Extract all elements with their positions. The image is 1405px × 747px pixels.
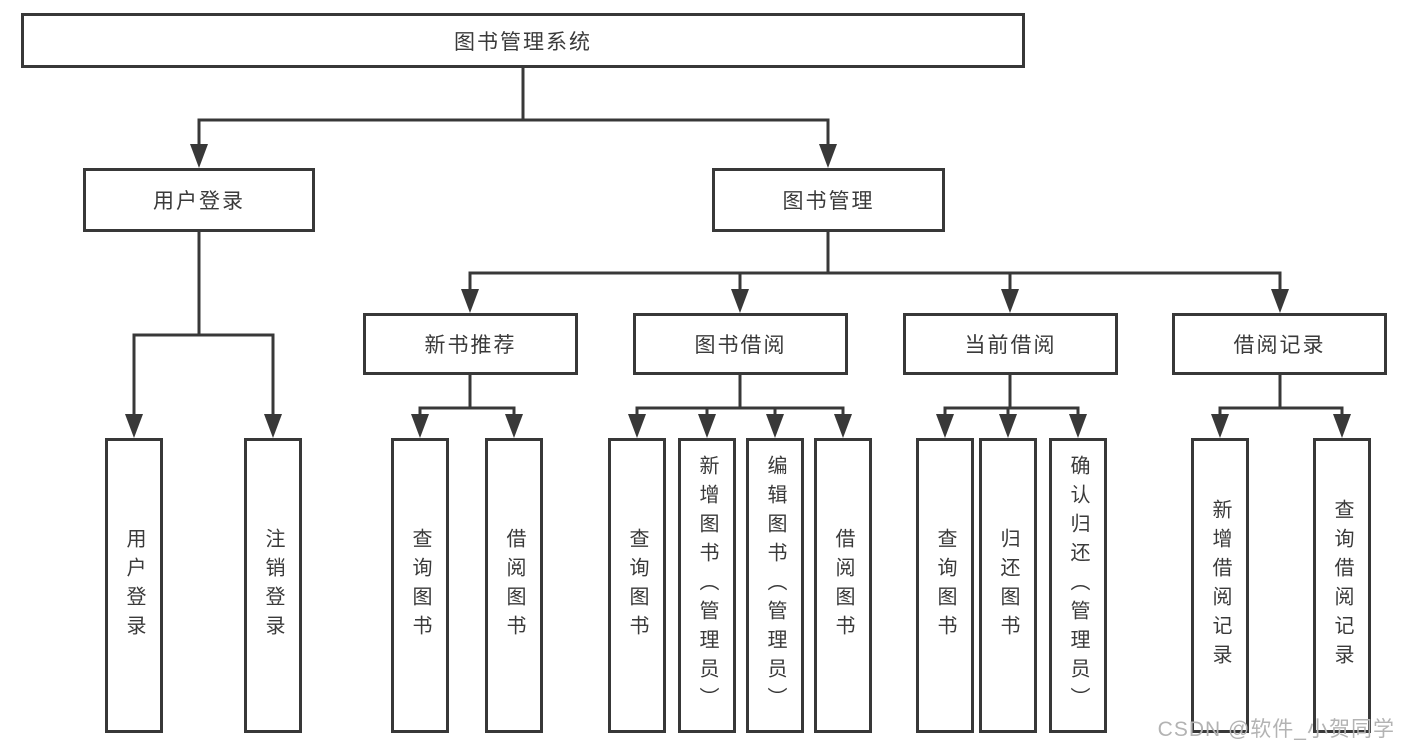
arrowheads: [125, 144, 1351, 438]
node-root-library-system: 图书管理系统: [21, 13, 1025, 68]
leaf-query-books-3: 查询图书: [916, 438, 974, 733]
leaf-confirm-return-admin: 确认归还（管理员）: [1049, 438, 1107, 733]
leaf-add-borrow-record: 新增借阅记录: [1191, 438, 1249, 733]
leaf-return-books: 归还图书: [979, 438, 1037, 733]
leaf-logout: 注销登录: [244, 438, 302, 733]
leaf-query-borrow-record: 查询借阅记录: [1313, 438, 1371, 733]
node-new-book-recommend: 新书推荐: [363, 313, 578, 375]
node-book-borrow: 图书借阅: [633, 313, 848, 375]
leaf-user-login: 用户登录: [105, 438, 163, 733]
node-borrow-records: 借阅记录: [1172, 313, 1387, 375]
node-current-borrow: 当前借阅: [903, 313, 1118, 375]
leaf-query-books-2: 查询图书: [608, 438, 666, 733]
leaf-borrow-books-2: 借阅图书: [814, 438, 872, 733]
leaf-borrow-books-1: 借阅图书: [485, 438, 543, 733]
leaf-edit-books-admin: 编辑图书（管理员）: [746, 438, 804, 733]
node-user-login: 用户登录: [83, 168, 315, 232]
csdn-watermark: CSDN @软件_小贺同学: [1157, 718, 1395, 741]
node-book-management: 图书管理: [712, 168, 945, 232]
leaf-add-books-admin: 新增图书（管理员）: [678, 438, 736, 733]
leaf-query-books-1: 查询图书: [391, 438, 449, 733]
